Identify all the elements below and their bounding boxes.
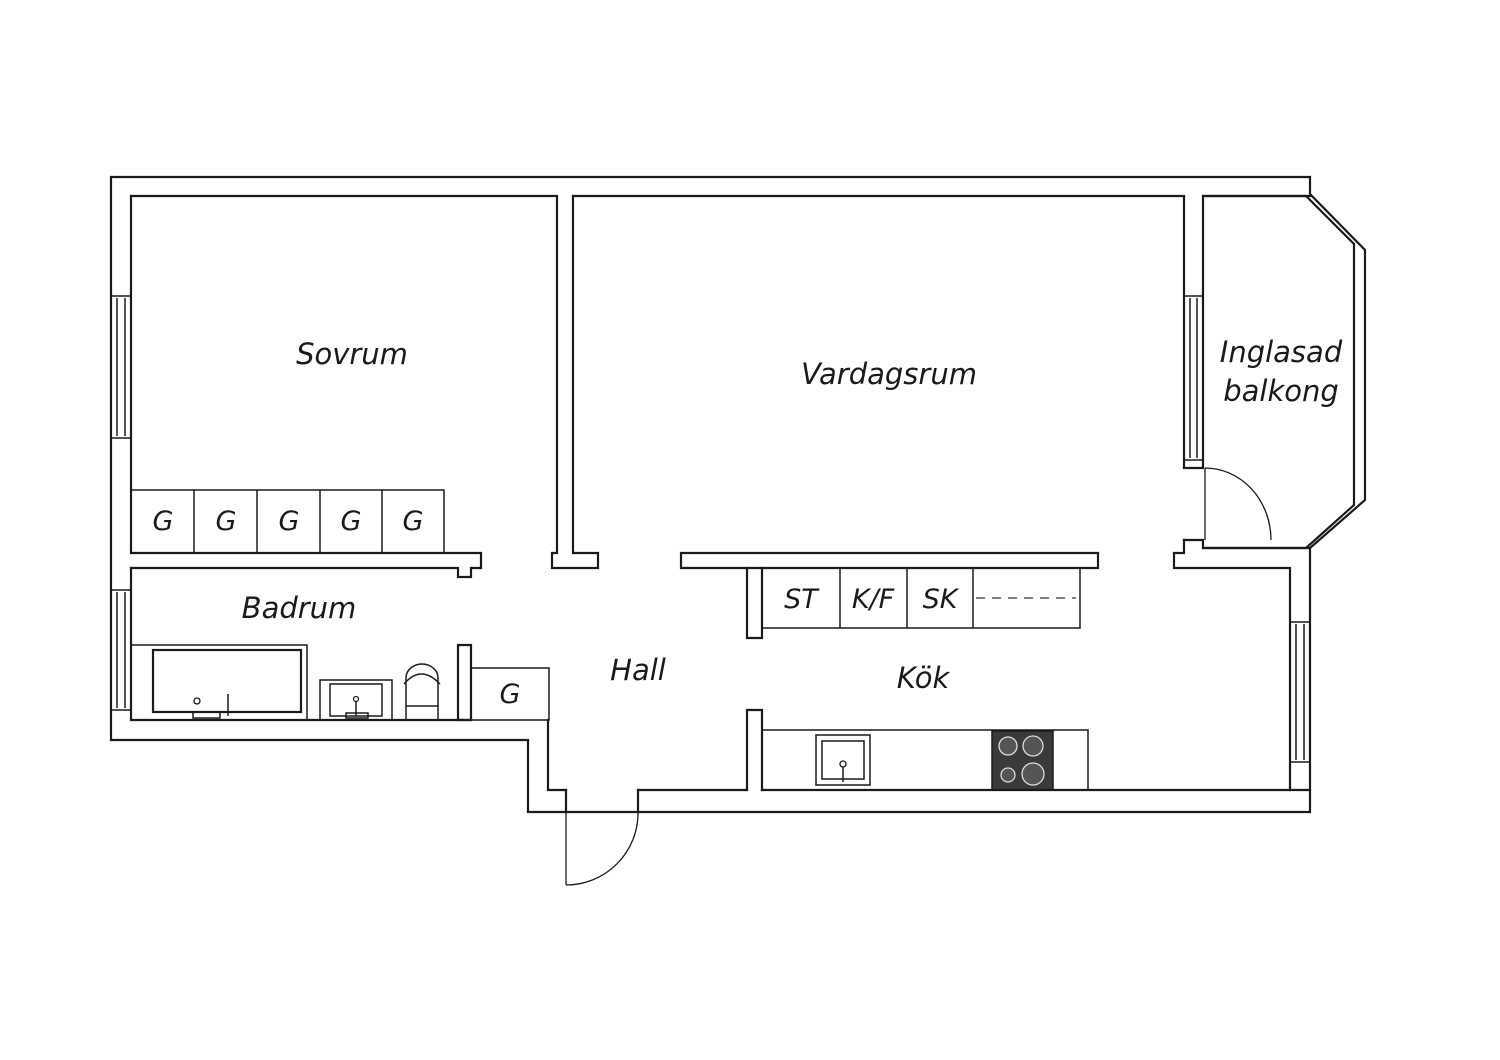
room-label-vardagsrum: Vardagsrum xyxy=(801,357,977,391)
appliance-kf-label: K/F xyxy=(852,584,895,615)
wardrobe-label: G xyxy=(216,506,237,537)
bathtub-icon xyxy=(130,644,308,721)
living-room xyxy=(571,194,1312,792)
room-label-sovrum: Sovrum xyxy=(296,337,408,371)
room-labels: Sovrum Vardagsrum Inglasad balkong Badru… xyxy=(242,335,1343,695)
stove-icon xyxy=(991,730,1054,791)
wardrobe-label: G xyxy=(403,506,424,537)
kitchen-counter xyxy=(745,708,1089,792)
bathroom xyxy=(110,566,473,722)
hall-closet-label: G xyxy=(500,679,521,710)
exterior-walls xyxy=(109,175,1367,814)
room-label-inglasad: Inglasad xyxy=(1220,335,1343,369)
wardrobe-label: G xyxy=(279,506,300,537)
hall-walls xyxy=(546,718,1292,886)
kitchen-sink-icon xyxy=(815,734,871,786)
bedroom-wardrobes: G G G G G xyxy=(130,489,445,554)
washbasin-icon xyxy=(319,679,393,721)
room-label-badrum: Badrum xyxy=(242,591,357,625)
appliance-st-label: ST xyxy=(784,584,820,615)
toilet-icon xyxy=(403,663,441,720)
kitchen-partition: ST K/F SK xyxy=(679,551,1100,640)
room-label-kok: Kök xyxy=(897,661,951,695)
glazed-balcony xyxy=(1201,194,1356,550)
wardrobe-label: G xyxy=(341,506,362,537)
bedroom: G G G G G xyxy=(110,194,600,579)
appliance-sk-label: SK xyxy=(923,584,960,615)
room-label-hall: Hall xyxy=(610,653,666,687)
wardrobe-label: G xyxy=(153,506,174,537)
kitchen-window xyxy=(1289,621,1311,763)
hall-closet: G xyxy=(470,667,550,721)
room-label-balkong: balkong xyxy=(1223,374,1339,408)
